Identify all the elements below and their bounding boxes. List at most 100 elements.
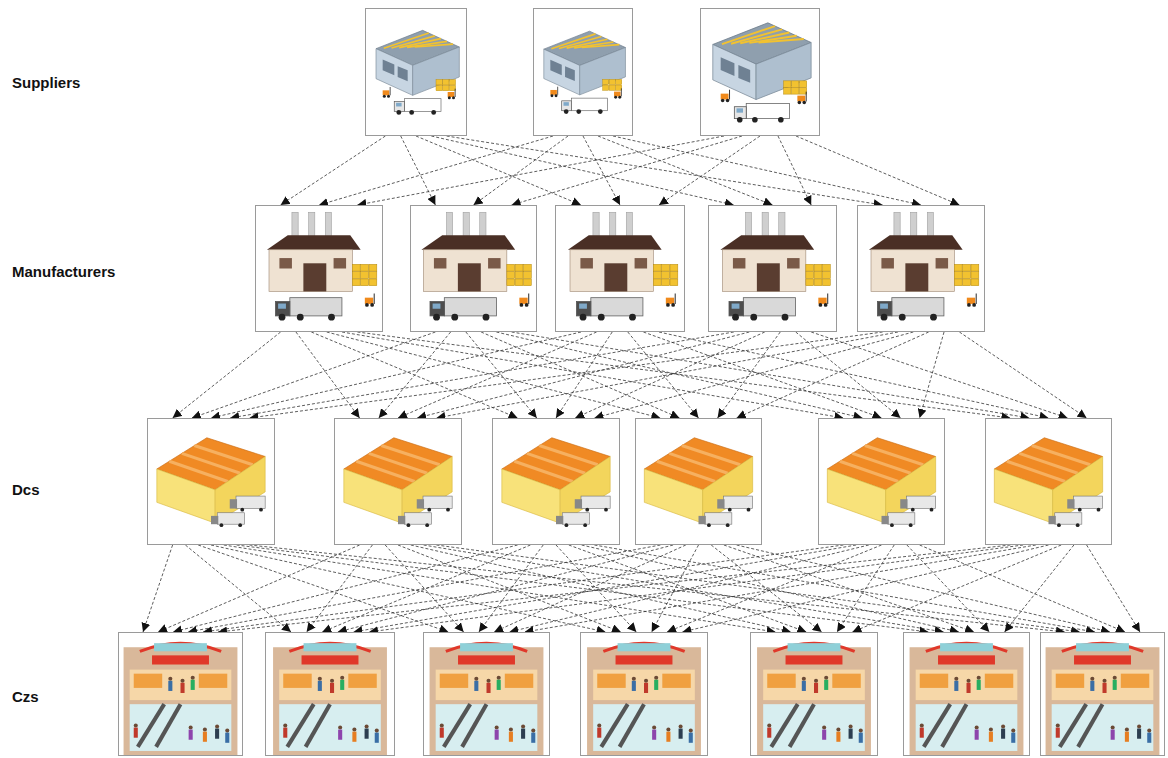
mall-upper-floor xyxy=(1052,670,1154,701)
dc-truck-cab xyxy=(417,499,424,508)
flow-arrow xyxy=(307,545,373,632)
flow-arrow xyxy=(1005,545,1074,632)
flow-arrow xyxy=(230,332,734,418)
mall-person-head xyxy=(975,726,979,730)
mall-person xyxy=(822,730,826,740)
mall-icon xyxy=(904,633,1029,755)
mall-person-head xyxy=(849,725,853,729)
dc-box xyxy=(147,418,275,545)
forklift-wheel xyxy=(555,94,558,97)
truck-trailer xyxy=(746,103,789,118)
flow-arrow xyxy=(192,332,436,418)
mall-person-head xyxy=(521,725,525,729)
mall-lower-floor xyxy=(763,704,865,751)
dc-icon xyxy=(636,419,761,544)
flow-arrow xyxy=(682,545,1048,632)
cargo-box xyxy=(443,80,449,85)
mall-person xyxy=(365,729,369,739)
truck-wheel xyxy=(483,314,490,321)
mall-sign xyxy=(152,655,209,664)
mall-person-head xyxy=(1125,728,1129,732)
mall-person xyxy=(531,733,535,743)
flow-arrow xyxy=(512,136,742,205)
truck-wheel xyxy=(899,314,906,321)
dc-front xyxy=(827,469,885,523)
warehouse-box xyxy=(365,8,467,136)
forklift-mast xyxy=(729,90,730,100)
factory-icon xyxy=(556,206,684,331)
warehouse-front xyxy=(544,49,580,95)
forklift-mast xyxy=(455,89,456,97)
cargo-box xyxy=(954,279,962,286)
mall-person-head xyxy=(168,677,172,681)
flow-arrow xyxy=(811,332,1067,418)
truck-wheel xyxy=(328,314,335,321)
forklift-mast xyxy=(528,294,529,304)
dc-truck-wheel xyxy=(1057,523,1061,527)
dc-box xyxy=(985,418,1112,545)
mall-lower-floor xyxy=(436,704,538,751)
forklift-body xyxy=(614,92,621,97)
mall-shop xyxy=(1121,674,1149,688)
mall-glass-top xyxy=(940,643,993,651)
mall-arch xyxy=(773,643,854,651)
dc-truck-cab xyxy=(211,516,218,524)
mall-person xyxy=(215,729,219,739)
truck-cab xyxy=(878,302,892,316)
truck-cab xyxy=(394,101,404,111)
flow-arrow xyxy=(417,332,749,418)
dc-truck xyxy=(907,496,936,509)
mall-person xyxy=(977,680,981,690)
mall-person-head xyxy=(989,728,993,732)
flow-arrow xyxy=(357,136,724,205)
mall-shop xyxy=(985,674,1013,688)
mall-shop xyxy=(199,674,227,688)
cargo-box xyxy=(507,272,515,279)
cargo-box xyxy=(814,264,822,271)
mall-arch xyxy=(446,643,527,651)
mall-person-head xyxy=(597,723,601,727)
mall-icon xyxy=(1041,633,1164,755)
flow-arrow xyxy=(598,136,773,205)
cargo-box xyxy=(515,272,523,279)
truck-trailer xyxy=(572,98,608,111)
forklift-wheel xyxy=(798,101,802,105)
mall-person-head xyxy=(440,723,444,727)
cargo-box xyxy=(823,264,831,271)
mall-person-head xyxy=(1056,723,1060,727)
forklift-wheel xyxy=(370,303,374,307)
cargo-box xyxy=(963,279,971,286)
flow-arrow xyxy=(643,332,881,418)
cargo-box xyxy=(507,279,515,286)
dc-truck-wheel xyxy=(728,508,732,512)
dc-truck-cab xyxy=(900,499,907,508)
cargo-box xyxy=(443,85,449,90)
mall-glass-top xyxy=(1076,643,1129,651)
forklift-wheel xyxy=(448,96,451,99)
mall-person-head xyxy=(1113,676,1117,680)
flow-arrow xyxy=(711,545,821,632)
warehouse-shelf xyxy=(415,44,453,47)
dc-truck-wheel xyxy=(220,523,224,527)
flow-arrow xyxy=(481,332,679,418)
dc-truck-cab xyxy=(882,516,889,524)
mall-icon xyxy=(266,633,394,755)
forklift-mast xyxy=(374,294,375,304)
mall-person-head xyxy=(1137,725,1141,729)
dc-truck-wheel xyxy=(585,508,589,512)
dc-truck-wheel xyxy=(425,523,429,527)
truck-cab xyxy=(729,302,743,316)
flow-arrow xyxy=(583,136,620,205)
dc-truck-wheel xyxy=(446,508,450,512)
mall-person-head xyxy=(836,728,840,732)
flow-arrow xyxy=(582,545,959,632)
forklift-mast xyxy=(806,92,807,102)
forklift-wheel xyxy=(525,303,529,307)
mall-glass-top xyxy=(460,643,513,651)
cargo-box xyxy=(823,272,831,279)
dc-truck xyxy=(1074,496,1103,509)
cargo-box xyxy=(653,264,661,271)
warehouse-shelf xyxy=(759,39,804,42)
dc-truck xyxy=(888,513,915,524)
cargo-box xyxy=(361,279,369,286)
